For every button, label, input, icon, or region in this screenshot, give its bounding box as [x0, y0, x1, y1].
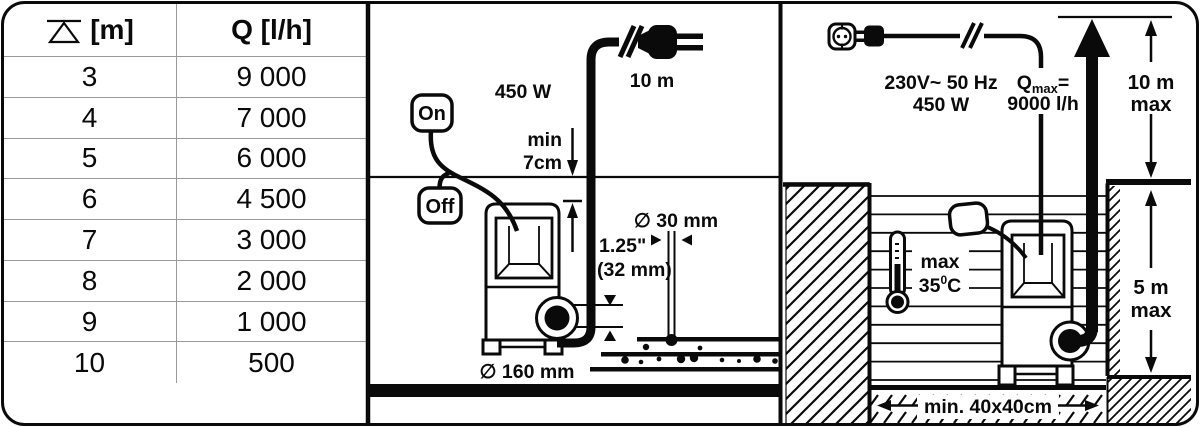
- flow-q-cell: 7 000: [177, 98, 366, 139]
- qmax-label: Qmax=: [1017, 72, 1070, 96]
- mains-socket-icon: [827, 22, 857, 51]
- min-depth-value: 7cm: [523, 152, 562, 174]
- flow-q-cell: 1 000: [177, 302, 366, 343]
- pit-right-wall: [1105, 183, 1120, 376]
- flow-q-cell: 6 000: [177, 139, 366, 180]
- ground-block-right: [1106, 375, 1191, 424]
- max-temp-value: 350C: [919, 273, 961, 297]
- power-plug-icon: [638, 25, 703, 59]
- pump-screen: [494, 216, 554, 280]
- cable-break-icon: [625, 24, 645, 59]
- power-rating-label: 450 W: [495, 81, 552, 103]
- head-m-cell: 3: [3, 57, 177, 98]
- pit-left-wall: [783, 182, 872, 424]
- flow-q-cell: 3 000: [177, 220, 366, 261]
- max-head-dimension: [1145, 20, 1157, 178]
- flow-q-cell: 4 500: [177, 179, 366, 221]
- power-cable: [884, 22, 1044, 255]
- pit-size-dimension: [877, 400, 1099, 411]
- max-head-unit: max: [1130, 93, 1172, 116]
- qmax-value: 9000 l/h: [1007, 93, 1079, 115]
- gravel-bed: [590, 337, 780, 372]
- min-depth-label: min: [527, 129, 562, 151]
- head-unit-label: [m]: [90, 13, 134, 45]
- head-m-cell: 8: [3, 260, 177, 302]
- cable-break-icon: [960, 22, 976, 49]
- head-m-cell: 6: [3, 179, 177, 221]
- max-depth-unit: max: [1130, 299, 1172, 322]
- hose-size-mm-label: (32 mm): [597, 259, 672, 281]
- voltage-frequency-label: 230V~ 50 Hz: [884, 72, 998, 94]
- pump-foot: [481, 338, 502, 356]
- head-m-cell: 5: [3, 138, 177, 180]
- cable-length-label: 10 m: [630, 70, 674, 92]
- on-label: On: [418, 103, 446, 125]
- pump-outlet: [1058, 329, 1082, 353]
- flow-q-cell: 2 000: [177, 261, 366, 302]
- head-m-cell: 7: [3, 220, 177, 261]
- max-temp-label: max: [920, 251, 959, 273]
- discharge-flow-arrow: [1069, 19, 1110, 347]
- head-m-cell: 10: [3, 342, 177, 384]
- pump-diameter-label: ∅ 160 mm: [479, 361, 574, 383]
- off-label: Off: [426, 196, 455, 218]
- pump-foot: [1055, 364, 1075, 387]
- power-plug-icon: [855, 25, 884, 47]
- tank-diagram: On Off 450 W 10 m min 7cm: [370, 24, 780, 397]
- inlet-diameter-label: ∅ 30 mm: [634, 210, 718, 232]
- max-depth-value: 5 m: [1133, 276, 1168, 299]
- max-depth-dimension: [1145, 190, 1157, 373]
- label-backplate: [912, 248, 969, 294]
- submersible-pump: [481, 202, 579, 356]
- pit-size-label: min. 40x40cm: [924, 396, 1052, 418]
- float-switch: [947, 201, 1028, 260]
- flow-q-cell: 500: [248, 346, 295, 378]
- pit-diagram: 230V~ 50 Hz 450 W Qmax= 9000 l/h max 350…: [783, 15, 1191, 424]
- pit-water-lines: [871, 195, 1106, 381]
- float-off-position: Off: [417, 186, 463, 225]
- hose-size-inches-label: 1.25": [599, 235, 646, 257]
- pump-outlet: [544, 305, 570, 331]
- flow-head-table: [m] Q [l/h] 3 9 000 4 7 000 5 6 000 6 4 …: [3, 3, 366, 424]
- max-head-value: 10 m: [1128, 71, 1175, 94]
- arrow-right-icon: [651, 234, 662, 246]
- arrow-up-icon: [1074, 19, 1110, 57]
- tank-bottom: [370, 384, 780, 397]
- cable-break-icon: [968, 22, 984, 49]
- head-column-header: [m]: [3, 3, 177, 57]
- water-head-triangle-icon: [47, 19, 82, 43]
- label-backplate: [1006, 68, 1080, 114]
- label-backplate: [917, 395, 1059, 419]
- flow-column-header: Q [l/h]: [177, 3, 366, 57]
- suction-pipe-detail: [651, 231, 692, 346]
- cable-break-icon: [617, 24, 637, 59]
- power-rating-label: 450 W: [913, 94, 970, 116]
- float-on-position: On: [410, 93, 454, 133]
- pump-foot: [997, 364, 1017, 387]
- thermometer-icon: [885, 230, 910, 314]
- flow-q-cell: 9 000: [177, 57, 366, 98]
- residual-level-dimension: [573, 295, 623, 341]
- min-depth-dimension: [563, 128, 582, 252]
- head-m-cell: 9: [3, 301, 177, 343]
- head-m-cell: 4: [3, 97, 177, 139]
- ground-surface: [1106, 179, 1191, 185]
- arrow-left-icon: [681, 234, 692, 246]
